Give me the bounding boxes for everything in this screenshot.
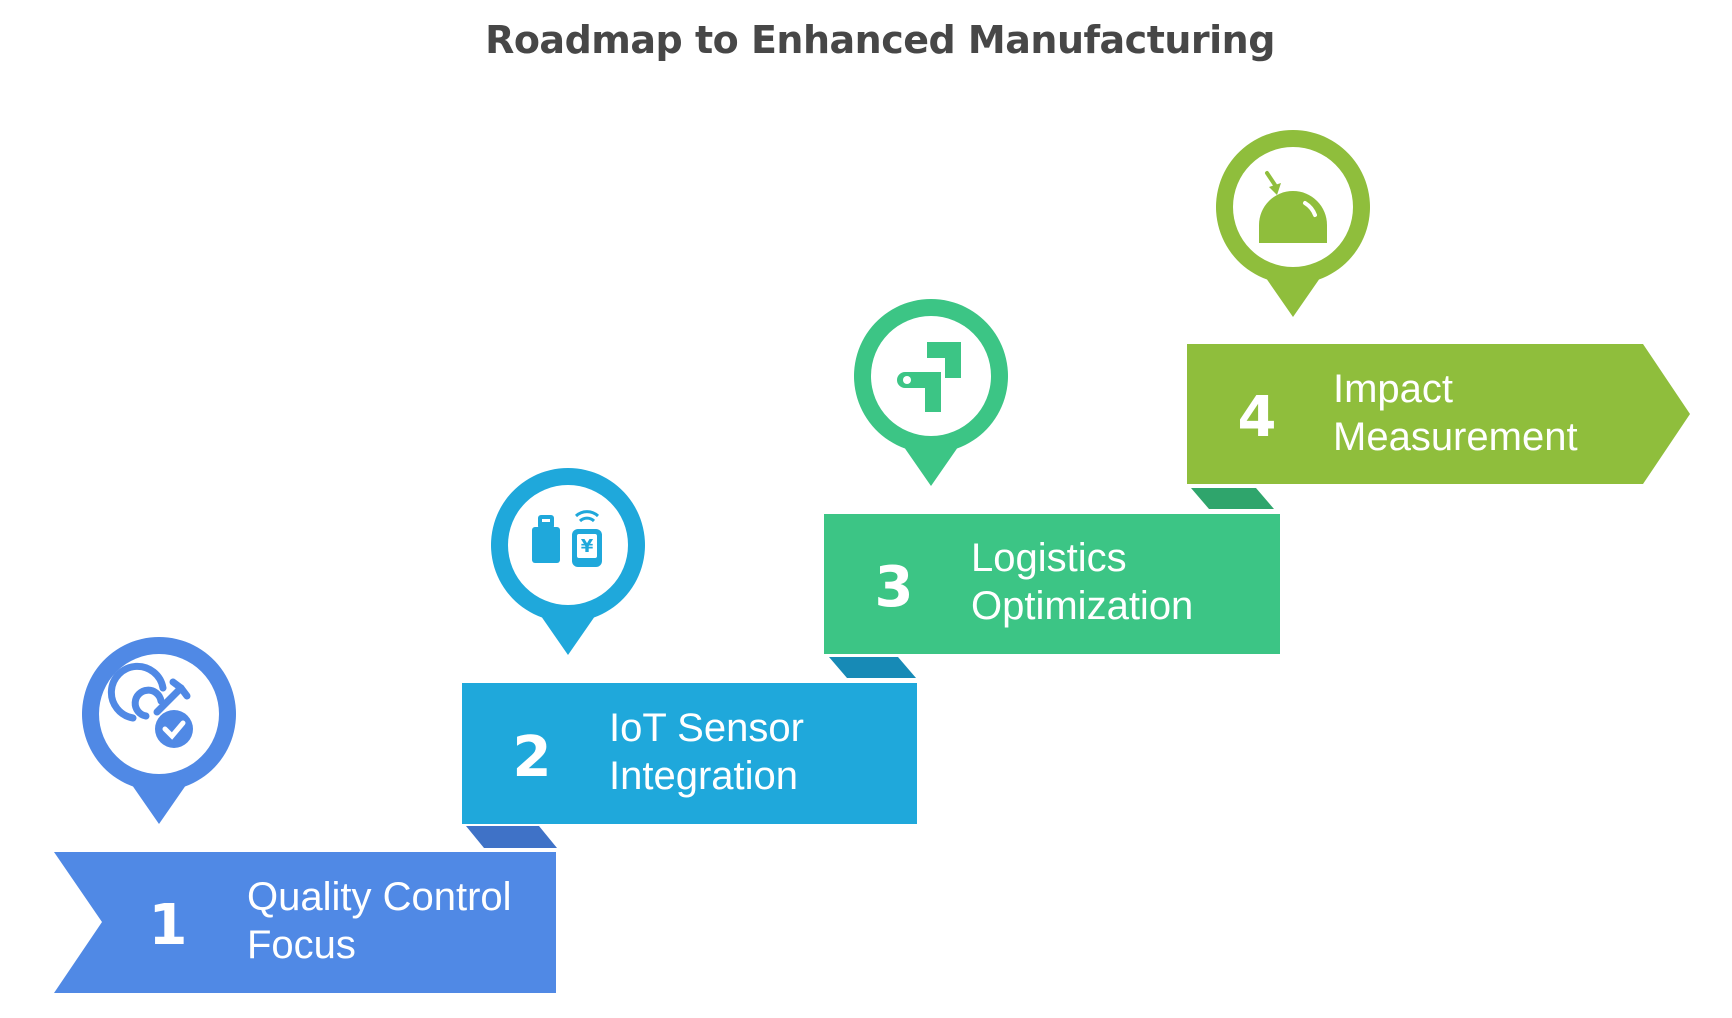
step-2-label-line-1: IoT Sensor bbox=[609, 706, 804, 750]
step-3-label-line-1: Logistics bbox=[971, 536, 1127, 580]
step-1: 1 Quality Control Focus bbox=[54, 637, 557, 993]
step-2-ribbon bbox=[462, 683, 917, 824]
step-2: 2 IoT Sensor Integration ¥ bbox=[462, 468, 917, 824]
step-4-label-line-1: Impact bbox=[1333, 367, 1453, 411]
iot-devices-icon: ¥ bbox=[532, 510, 602, 567]
step-2-number: 2 bbox=[513, 725, 552, 790]
step-4-number: 4 bbox=[1238, 385, 1277, 450]
step-3: 3 Logistics Optimization bbox=[824, 299, 1280, 654]
step-1-label-line-1: Quality Control bbox=[247, 875, 512, 919]
step-3-pin bbox=[854, 299, 1008, 487]
step-2-pin: ¥ bbox=[491, 468, 645, 655]
dome-arrow-icon bbox=[1259, 171, 1327, 243]
step-1-fold bbox=[466, 826, 557, 848]
step-4: 4 Impact Measurement bbox=[1187, 130, 1690, 484]
svg-text:¥: ¥ bbox=[581, 536, 594, 557]
diagram-title: Roadmap to Enhanced Manufacturing bbox=[485, 18, 1275, 62]
step-1-number: 1 bbox=[149, 893, 188, 958]
step-1-ribbon bbox=[54, 852, 556, 993]
step-2-fold-upper bbox=[829, 657, 916, 678]
target-check-icon bbox=[107, 662, 193, 748]
step-3-ribbon bbox=[824, 514, 1280, 654]
step-4-ribbon bbox=[1187, 344, 1690, 484]
step-4-label-line-2: Measurement bbox=[1333, 415, 1578, 459]
step-3-label-line-2: Optimization bbox=[971, 584, 1193, 628]
step-3-fold bbox=[1191, 488, 1274, 509]
step-1-label-line-2: Focus bbox=[247, 923, 356, 967]
step-4-pin bbox=[1216, 130, 1370, 318]
route-icon bbox=[897, 342, 961, 412]
step-3-number: 3 bbox=[875, 555, 914, 620]
step-2-pin-inner bbox=[508, 485, 628, 605]
step-1-pin bbox=[81, 637, 236, 824]
step-2-label-line-2: Integration bbox=[609, 754, 798, 798]
